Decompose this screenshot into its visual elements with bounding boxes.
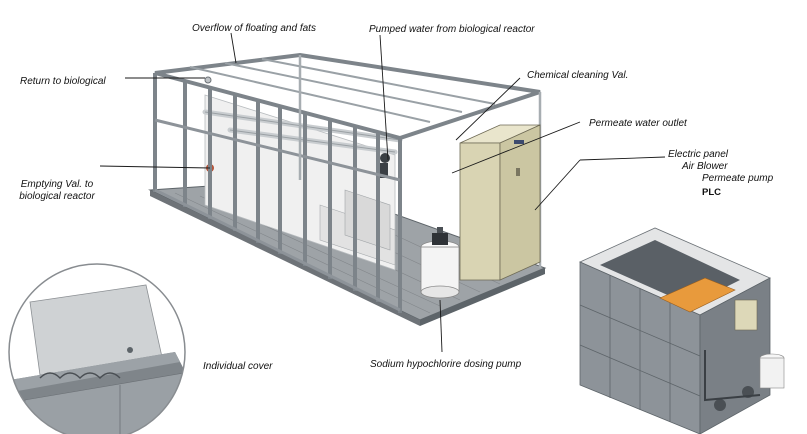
- label-pumped-water: Pumped water from biological reactor: [369, 24, 535, 35]
- label-sodium-pump: Sodium hypochlorire dosing pump: [370, 359, 522, 370]
- dosing-tank: [420, 227, 460, 299]
- label-electric-panel: Electric panel: [668, 149, 729, 160]
- label-chemical-cleaning: Chemical cleaning Val.: [527, 70, 629, 81]
- label-plc: PLC: [702, 187, 721, 198]
- label-permeate-outlet: Permeate water outlet: [589, 118, 687, 129]
- label-air-blower: Air Blower: [682, 161, 728, 172]
- label-return-biological: Return to biological: [20, 76, 106, 87]
- label-individual-cover: Individual cover: [203, 361, 273, 372]
- label-permeate-pump: Permeate pump: [702, 173, 774, 184]
- leader-lines: [99, 32, 666, 353]
- label-overflow: Overflow of floating and fats: [192, 23, 316, 34]
- electric-panel-cabinet: [459, 124, 541, 281]
- tank-unit-view: [579, 227, 785, 434]
- cover-detail-inset: [8, 263, 186, 434]
- label-emptying-line2: biological reactor: [19, 191, 95, 202]
- label-emptying-line1: Emptying Val. to: [20, 179, 94, 190]
